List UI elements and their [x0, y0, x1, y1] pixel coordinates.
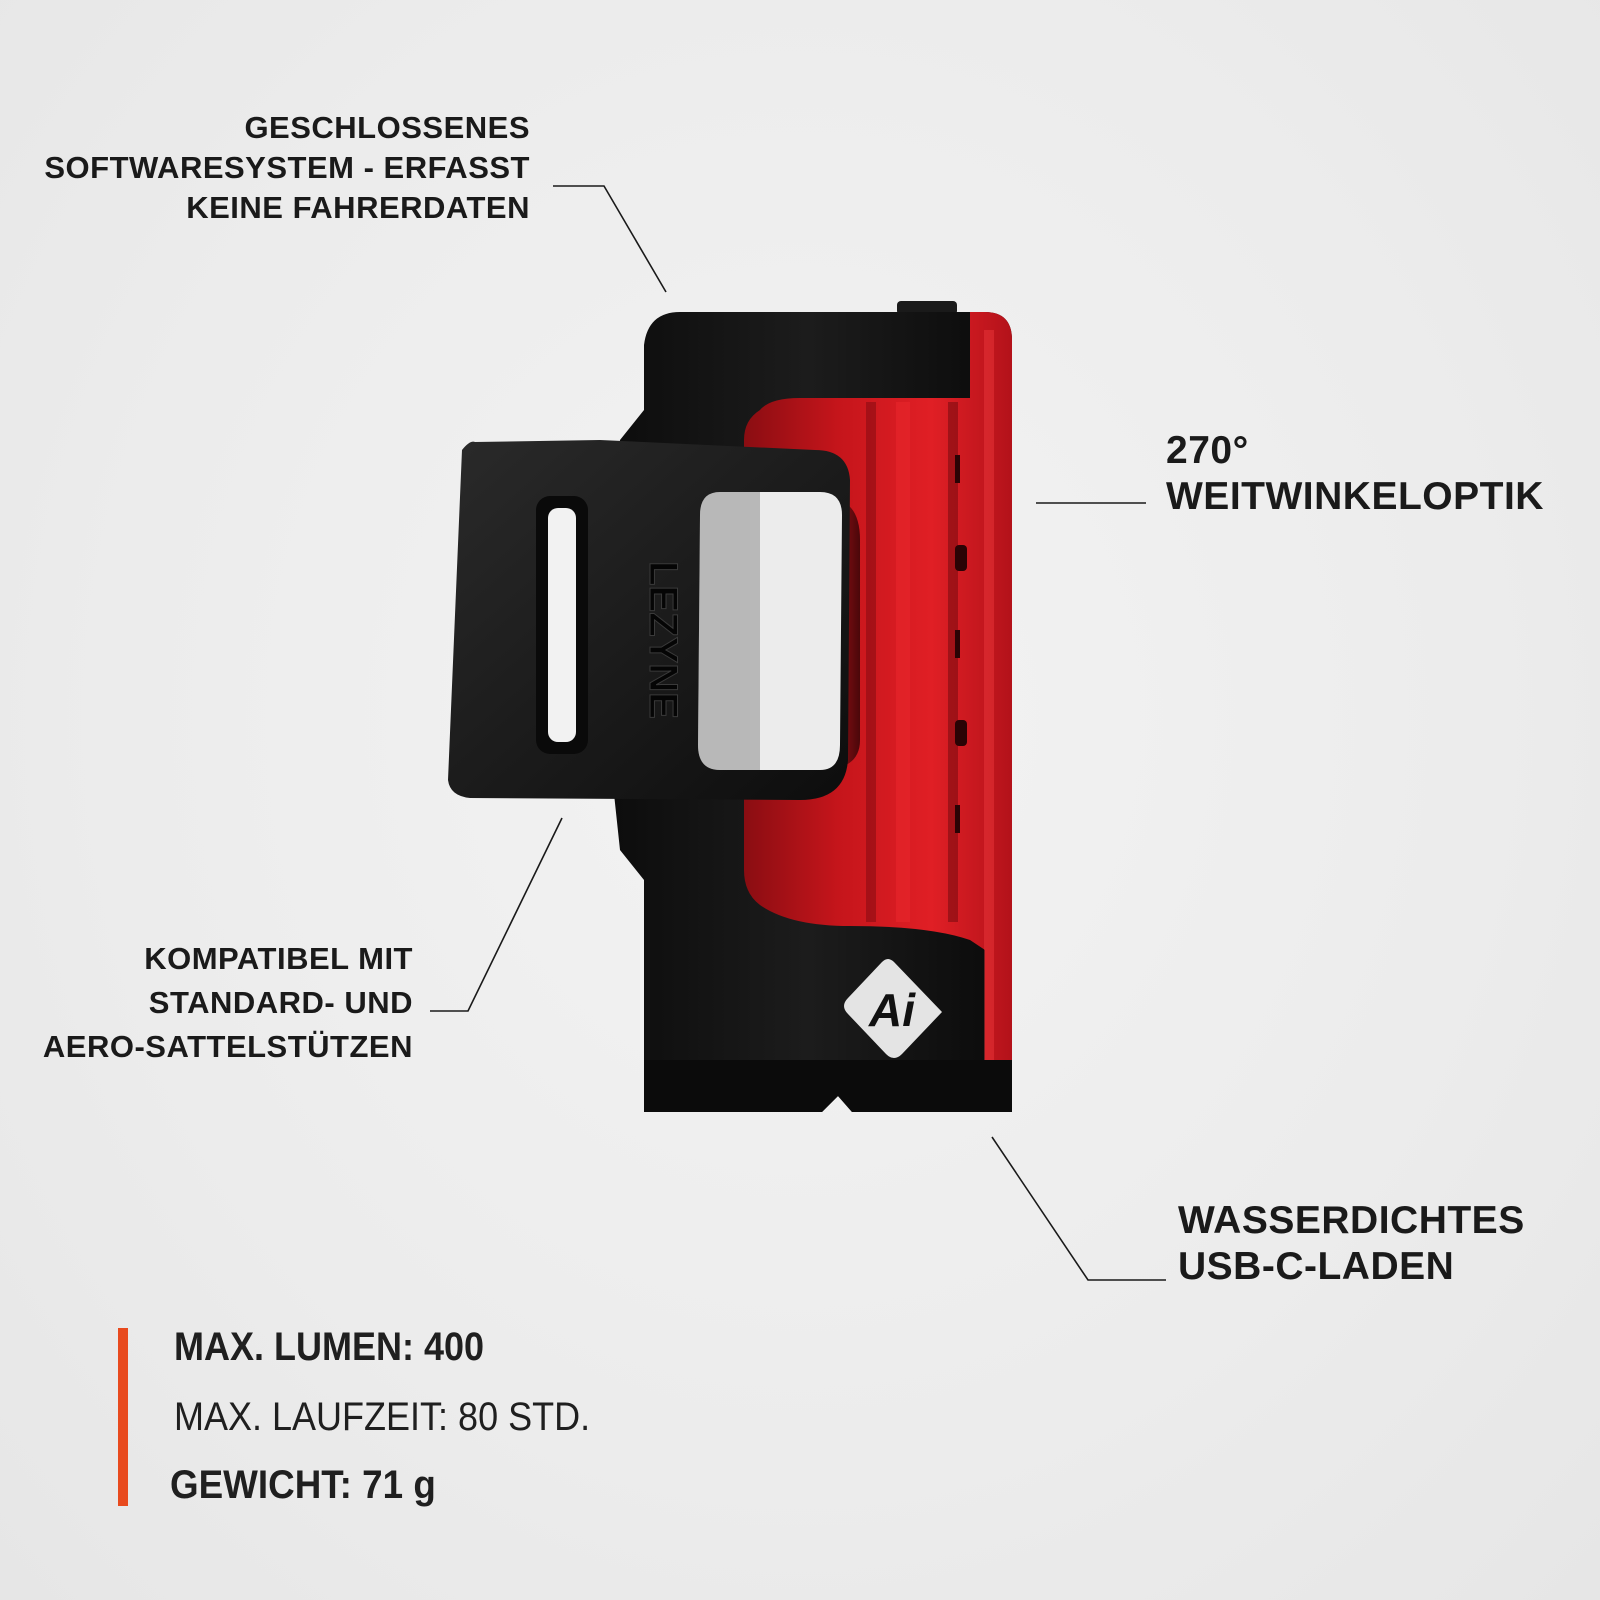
- callout-software-line-1: GESCHLOSSENES: [244, 110, 530, 145]
- leader-lines: [430, 185, 1166, 1281]
- callout-usb-line-2: USB-C-LADEN: [1178, 1245, 1455, 1288]
- spec-list: MAX. LUMEN: 400 MAX. LAUFZEIT: 80 STD. G…: [118, 1325, 678, 1507]
- callout-sattel-line-2: STANDARD- UND: [148, 985, 413, 1020]
- callout-software-line-3: KEINE FAHRERDATEN: [186, 190, 530, 225]
- callout-seatpost-compatibility: KOMPATIBEL MIT STANDARD- UND AERO-SATTEL…: [10, 937, 413, 1069]
- spec-weight: GEWICHT: 71 g: [170, 1463, 436, 1507]
- callout-optik-line-1: 270°: [1166, 429, 1249, 472]
- lezyne-logo: LEZYNE: [641, 561, 685, 719]
- callout-usb-line-1: WASSERDICHTES: [1178, 1199, 1525, 1242]
- callout-wide-angle-optics: 270° WEITWINKELOPTIK: [1166, 428, 1544, 520]
- power-button: [897, 301, 957, 315]
- callout-software-system: GESCHLOSSENES SOFTWARESYSTEM - ERFASST K…: [20, 108, 530, 228]
- spec-accent-bar: [118, 1328, 128, 1506]
- ai-badge-icon: Ai: [844, 959, 942, 1058]
- rubber-strap: LEZYNE: [448, 440, 850, 800]
- spec-max-runtime: MAX. LAUFZEIT: 80 STD.: [174, 1395, 591, 1439]
- callout-software-line-2: SOFTWARESYSTEM - ERFASST: [44, 150, 530, 185]
- ai-badge-label: Ai: [868, 984, 916, 1036]
- callout-sattel-line-3: AERO-SATTELSTÜTZEN: [42, 1029, 413, 1064]
- callout-usb-c-charging: WASSERDICHTES USB-C-LADEN: [1178, 1198, 1525, 1290]
- callout-sattel-line-1: KOMPATIBEL MIT: [144, 941, 413, 976]
- leader-line-software: [553, 185, 667, 293]
- leader-line-sattel: [430, 817, 563, 1012]
- callout-optik-line-2: WEITWINKELOPTIK: [1166, 475, 1544, 518]
- spec-max-lumen: MAX. LUMEN: 400: [174, 1325, 485, 1369]
- leader-line-usb: [991, 1136, 1166, 1281]
